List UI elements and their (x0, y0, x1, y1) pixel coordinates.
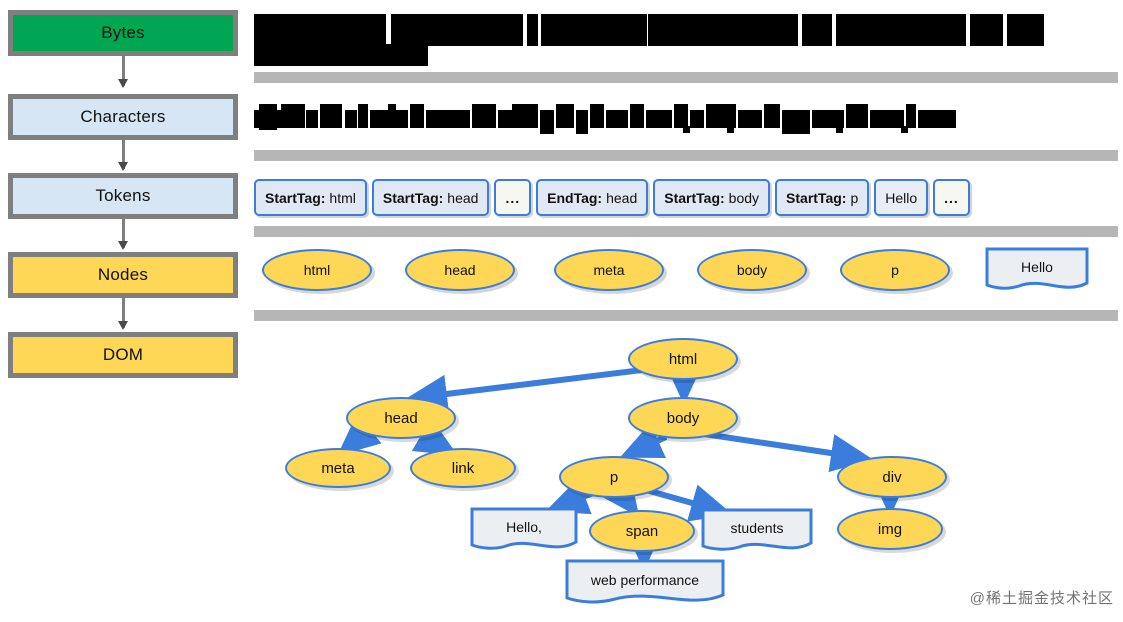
pipeline-step-label: Bytes (101, 23, 145, 42)
node-label: Hello (1021, 258, 1053, 275)
tree-node-label: meta (321, 459, 355, 477)
pipeline-step-bytes[interactable]: Bytes (8, 10, 238, 56)
token-value: p (850, 189, 859, 206)
pipeline-step-characters[interactable]: Characters (8, 94, 238, 140)
watermark: @稀土掘金技术社区 (969, 590, 1114, 607)
token-value: Hello (885, 189, 918, 206)
pipeline-step-label: Tokens (95, 186, 151, 205)
token-value: ... (944, 189, 959, 206)
node-head[interactable]: head (405, 249, 515, 291)
tree-node-label: head (384, 409, 418, 427)
tree-node-span[interactable]: span (589, 510, 695, 552)
tree-node-body[interactable]: body (628, 397, 738, 439)
tree-node-label: body (666, 409, 700, 427)
node-label: body (736, 262, 768, 278)
token-ellipsis-1[interactable]: ... (494, 179, 532, 216)
token-key: StartTag: (382, 189, 444, 206)
token-text-hello[interactable]: Hello (874, 179, 929, 216)
tree-node-text-web-performance[interactable]: web performance (565, 559, 725, 605)
parsing-pipeline-flowchart: Bytes Characters Tokens Nodes DOM (0, 0, 250, 400)
token-starttag-body[interactable]: StartTag: body (653, 179, 771, 216)
tree-node-label: div (882, 468, 902, 486)
pipeline-arrow-characters-to-tokens (118, 140, 128, 171)
dom-tree-edges (337, 363, 910, 571)
tree-node-label: link (451, 459, 475, 477)
tree-node-html[interactable]: html (628, 338, 738, 380)
pipeline-arrow-bytes-to-characters (118, 56, 128, 88)
tree-node-label: html (668, 350, 698, 368)
token-stream-row: StartTag: html StartTag: head ... EndTag… (254, 179, 970, 216)
separator-bar-4 (254, 310, 1118, 321)
tree-node-div[interactable]: div (837, 456, 947, 498)
node-p[interactable]: p (840, 249, 950, 291)
tree-node-img[interactable]: img (837, 508, 943, 550)
pipeline-step-dom[interactable]: DOM (8, 332, 238, 378)
node-text-hello[interactable]: Hello (985, 247, 1089, 291)
pipeline-step-label: Characters (80, 107, 166, 126)
node-body[interactable]: body (697, 249, 807, 291)
token-endtag-head[interactable]: EndTag: head (536, 179, 649, 216)
document-shape-icon (701, 508, 813, 552)
token-value: html (329, 189, 356, 206)
token-key: EndTag: (547, 189, 603, 206)
token-value: head (606, 189, 638, 206)
document-shape-icon (565, 559, 725, 605)
token-ellipsis-2[interactable]: ... (933, 179, 970, 216)
pipeline-arrow-tokens-to-nodes (118, 219, 128, 250)
token-value: body (728, 189, 760, 206)
token-value: ... (505, 189, 521, 206)
token-value: head (447, 189, 479, 206)
tree-node-meta[interactable]: meta (285, 448, 391, 488)
dom-tree-diagram: html head body meta link p div Hello, (254, 322, 1123, 622)
token-starttag-html[interactable]: StartTag: html (254, 179, 367, 216)
pipeline-step-label: Nodes (97, 265, 149, 284)
token-starttag-head[interactable]: StartTag: head (371, 179, 490, 216)
separator-bar-3 (254, 226, 1118, 237)
document-shape-icon (470, 507, 578, 551)
token-starttag-p[interactable]: StartTag: p (775, 179, 870, 216)
separator-bar-2 (254, 150, 1118, 161)
node-label: html (303, 262, 331, 278)
document-shape-icon (985, 247, 1089, 291)
node-html[interactable]: html (262, 249, 372, 291)
pipeline-arrow-nodes-to-dom (118, 298, 128, 330)
tree-node-link[interactable]: link (410, 448, 516, 488)
token-key: StartTag: (664, 189, 725, 206)
tree-node-label: web performance (590, 571, 700, 588)
token-key: StartTag: (265, 189, 326, 206)
tree-node-text-hello[interactable]: Hello, (470, 507, 578, 551)
tree-node-head[interactable]: head (346, 397, 456, 439)
tree-node-label: students (730, 519, 784, 536)
tree-node-label: span (625, 522, 659, 540)
tree-node-p[interactable]: p (559, 456, 669, 498)
pipeline-step-tokens[interactable]: Tokens (8, 173, 238, 219)
separator-bar-1 (254, 72, 1118, 83)
tree-node-text-students[interactable]: students (701, 508, 813, 552)
node-meta[interactable]: meta (554, 249, 664, 291)
node-label: head (444, 262, 476, 278)
tree-node-label: img (877, 520, 903, 538)
token-key: StartTag: (786, 189, 847, 206)
node-label: p (891, 262, 899, 278)
tree-node-label: p (609, 468, 619, 486)
pipeline-step-nodes[interactable]: Nodes (8, 252, 238, 298)
node-label: meta (593, 262, 625, 278)
pipeline-step-label: DOM (102, 345, 144, 364)
tree-node-label: Hello, (506, 518, 542, 535)
